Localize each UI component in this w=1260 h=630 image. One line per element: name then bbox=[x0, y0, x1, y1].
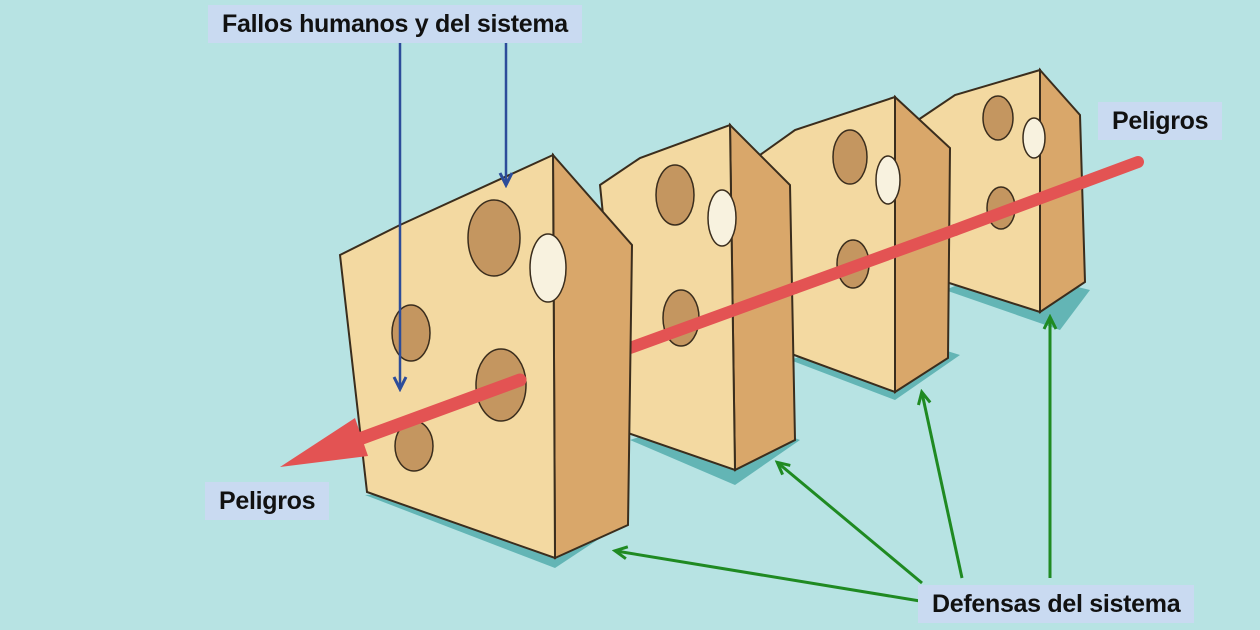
hazard-path-segment-back bbox=[949, 156, 1144, 236]
defense-pointers bbox=[616, 318, 1050, 603]
failure-pointers bbox=[400, 42, 506, 388]
hazards-entry-label: Peligros bbox=[1098, 102, 1223, 140]
hazard-path-segment-mid bbox=[789, 224, 961, 294]
system-defenses-label: Defensas del sistema bbox=[918, 585, 1195, 623]
cheese-slice-1 bbox=[338, 152, 634, 568]
hazard-arrow bbox=[280, 373, 527, 467]
green-arrow-icon bbox=[616, 551, 921, 603]
green-arrow-icon bbox=[778, 463, 923, 585]
hazard-path-segment-front bbox=[624, 282, 801, 354]
human-failures-label: Fallos humanos y del sistema bbox=[208, 5, 582, 43]
green-arrow-icon bbox=[922, 393, 964, 579]
hazards-exit-label: Peligros bbox=[205, 482, 330, 520]
